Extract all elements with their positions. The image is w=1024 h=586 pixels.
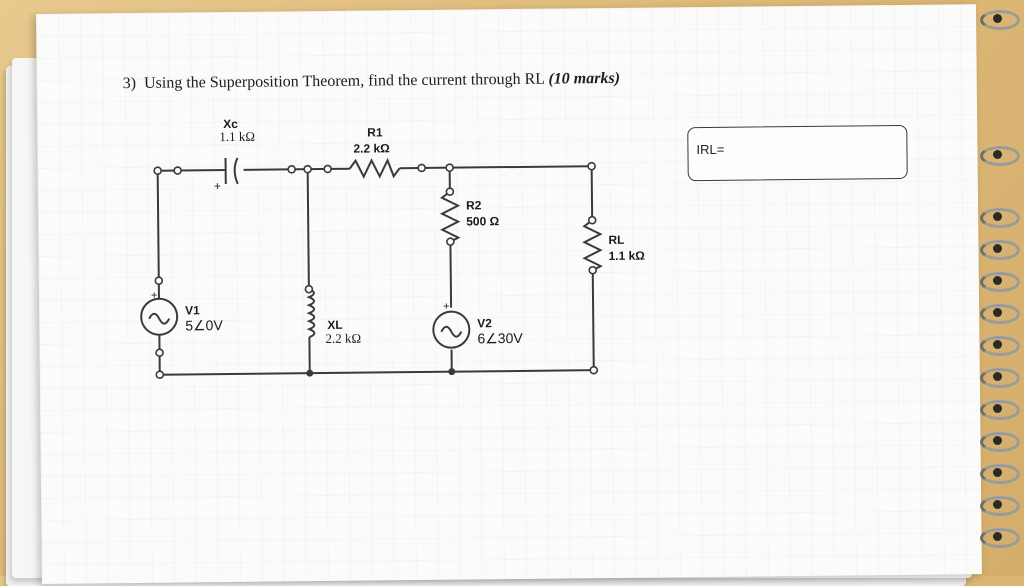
binding-ring	[980, 146, 1020, 166]
xc-value: 1.1 kΩ	[219, 129, 255, 144]
binding-ring	[980, 496, 1020, 516]
binding-ring	[980, 400, 1020, 420]
binding-ring	[980, 464, 1020, 484]
rl-value: 1.1 kΩ	[608, 249, 645, 263]
binding-ring	[980, 528, 1020, 548]
v1-name: V1	[185, 303, 200, 317]
binding-ring	[980, 432, 1020, 452]
cap-polarity: +	[214, 179, 221, 193]
binding-ring	[980, 208, 1020, 228]
v2-value: 6∠30V	[477, 330, 523, 346]
xl-value: 2.2 kΩ	[325, 331, 361, 346]
worksheet-page: 3) Using the Superposition Theorem, find…	[36, 4, 982, 584]
r1-value: 2.2 kΩ	[353, 141, 390, 155]
binding-ring	[980, 272, 1020, 292]
r2-name: R2	[466, 198, 482, 212]
circuit-diagram: Xc 1.1 kΩ + R1 2.2 kΩ R2 500 Ω RL 1.1 kΩ…	[36, 4, 982, 574]
binding-ring	[980, 10, 1020, 30]
binding-ring	[980, 304, 1020, 324]
v2-name: V2	[477, 316, 492, 330]
v1-polarity: +	[151, 290, 158, 302]
binding-ring	[980, 368, 1020, 388]
binding-ring	[980, 240, 1020, 260]
v2-polarity: +	[443, 301, 450, 313]
spiral-binding	[954, 0, 1024, 576]
r1-name: R1	[367, 125, 383, 139]
binding-ring	[980, 336, 1020, 356]
rl-name: RL	[608, 233, 624, 247]
r2-value: 500 Ω	[466, 214, 500, 228]
v1-value: 5∠0V	[185, 317, 223, 333]
